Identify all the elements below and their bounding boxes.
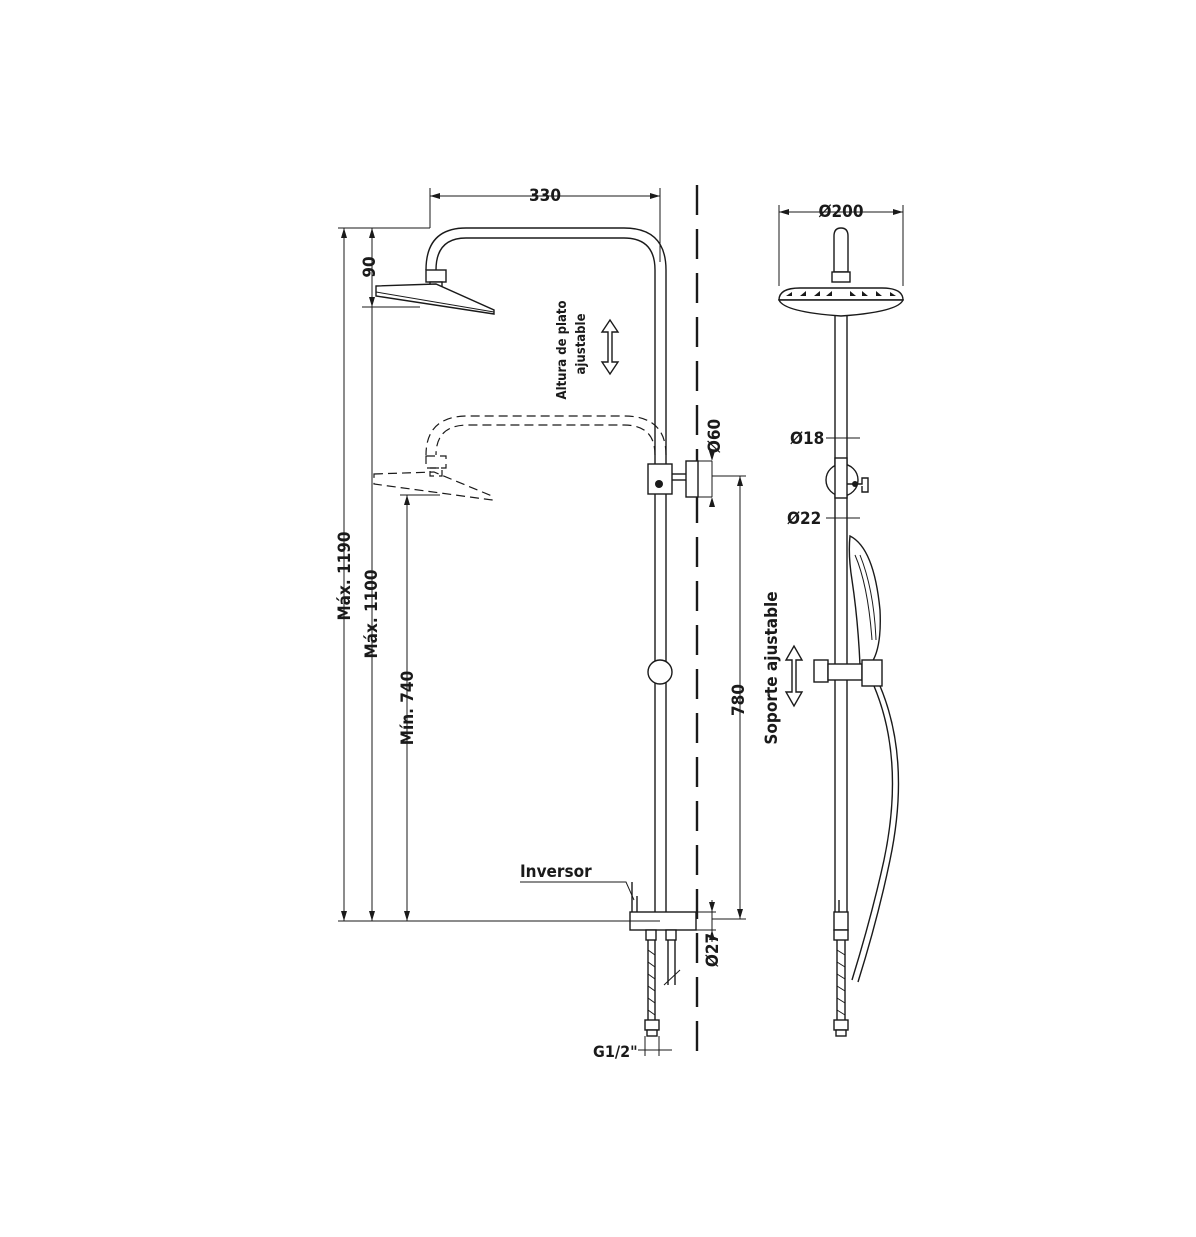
dim-g12 <box>638 1036 672 1056</box>
label-330: 330 <box>529 186 561 206</box>
double-arrow-icon-support <box>784 644 804 708</box>
dim-diam-27 <box>696 900 716 942</box>
shower-arm-lower-dashed <box>425 415 667 456</box>
label-780: 780 <box>729 684 749 716</box>
upper-connector <box>647 463 686 495</box>
label-diam-18: Ø18 <box>790 429 824 449</box>
shower-arm-upper <box>425 227 667 271</box>
dim-min-740 <box>400 494 440 921</box>
label-max-1100: Máx. 1100 <box>362 569 382 658</box>
label-g12: G1/2" <box>593 1042 638 1061</box>
front-view <box>777 227 905 1037</box>
label-diverter: Inversor <box>520 862 592 882</box>
label-plate-height-line2: ajustable <box>574 313 589 374</box>
dim-330 <box>429 188 661 262</box>
label-min-740: Mín. 740 <box>398 671 418 745</box>
front-base <box>833 900 849 1037</box>
shower-head-front <box>777 287 905 317</box>
hand-shower <box>848 534 881 666</box>
label-diam-22: Ø22 <box>787 509 821 529</box>
diverter-block <box>629 882 697 941</box>
shower-head-lower-dashed <box>373 455 493 501</box>
label-diam-27: Ø27 <box>703 933 723 967</box>
diverter-leader-line <box>520 881 635 901</box>
label-max-1190: Máx. 1190 <box>335 531 355 620</box>
side-view <box>373 227 712 1037</box>
dim-780 <box>712 475 746 920</box>
dim-diam-60 <box>709 451 715 507</box>
label-adjustable-support: Soporte ajustable <box>762 591 782 744</box>
double-arrow-icon <box>600 318 620 376</box>
label-diam-60: Ø60 <box>705 419 725 453</box>
middle-ball <box>647 659 673 685</box>
slider-holder <box>813 659 883 687</box>
label-90: 90 <box>360 256 380 277</box>
supply-hoses <box>644 940 681 1037</box>
dim-diam-200 <box>778 205 904 286</box>
wall-bracket <box>685 460 712 498</box>
dim-max-1100 <box>369 307 375 921</box>
vertical-pipe <box>654 270 667 912</box>
shower-hose <box>851 685 894 981</box>
shower-head-upper <box>375 269 495 315</box>
label-diam-200: Ø200 <box>819 202 864 222</box>
label-plate-height-line1: Altura de plato <box>555 301 570 400</box>
dim-max-1190 <box>338 227 660 922</box>
